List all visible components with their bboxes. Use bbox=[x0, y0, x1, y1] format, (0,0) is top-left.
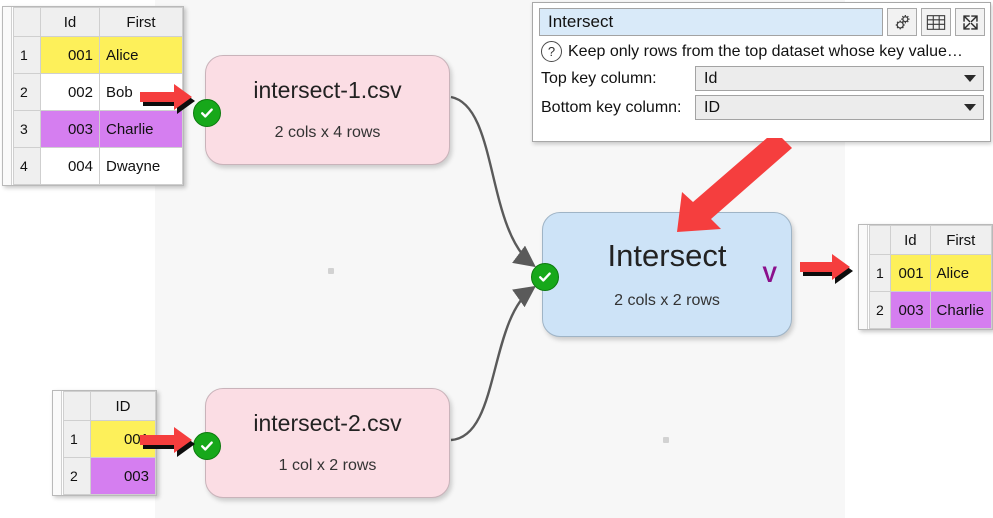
bottom-key-column-select[interactable]: ID bbox=[695, 95, 984, 120]
expand-fullscreen-icon[interactable] bbox=[955, 8, 985, 36]
node-subtitle: 2 cols x 4 rows bbox=[274, 123, 381, 141]
cell-first[interactable]: Alice bbox=[99, 36, 183, 74]
status-ok-icon bbox=[531, 263, 559, 291]
cell-first[interactable]: Dwayne bbox=[99, 147, 183, 185]
top-key-column-label: Top key column: bbox=[541, 69, 657, 87]
status-ok-icon bbox=[193, 432, 221, 460]
help-question-icon[interactable]: ? bbox=[541, 41, 562, 62]
node-subtitle: 1 col x 2 rows bbox=[278, 456, 377, 474]
corner-header bbox=[13, 7, 41, 37]
cell-id[interactable]: 001 bbox=[890, 254, 931, 292]
operation-name-input[interactable]: Intersect bbox=[539, 8, 883, 36]
top-key-column-row: Top key column: Id bbox=[533, 64, 990, 93]
cell-id[interactable]: 003 bbox=[890, 291, 931, 329]
properties-panel: Intersect bbox=[532, 2, 991, 142]
cell-id[interactable]: 001 bbox=[90, 420, 156, 458]
table-header-row: Id First bbox=[868, 225, 993, 255]
node-validation-marker: V bbox=[762, 262, 777, 287]
column-header[interactable]: First bbox=[99, 7, 183, 37]
node-title: intersect-2.csv bbox=[253, 410, 402, 437]
table-header-row: Id First bbox=[13, 7, 183, 37]
row-number: 2 bbox=[63, 457, 91, 495]
row-number: 1 bbox=[868, 254, 892, 292]
table-input-bottom[interactable]: ID 1 001 2 003 bbox=[52, 390, 157, 496]
row-number: 1 bbox=[63, 420, 91, 458]
chevron-down-icon bbox=[964, 75, 976, 82]
panel-title-row: Intersect bbox=[533, 3, 990, 40]
node-title: intersect-1.csv bbox=[253, 77, 402, 104]
cell-first[interactable]: Charlie bbox=[929, 291, 993, 329]
table-view-icon[interactable] bbox=[921, 8, 951, 36]
table-row[interactable]: 2 003 bbox=[63, 457, 156, 495]
table-row[interactable]: 1 001 bbox=[63, 420, 156, 458]
corner-header bbox=[868, 225, 892, 255]
node-source-intersect-2[interactable]: intersect-2.csv 1 col x 2 rows bbox=[193, 388, 450, 498]
cell-id[interactable]: 001 bbox=[40, 36, 100, 74]
table-row[interactable]: 3 003 Charlie bbox=[13, 110, 183, 148]
table-scroll-rail[interactable] bbox=[3, 7, 12, 185]
row-number: 4 bbox=[13, 147, 41, 185]
column-header[interactable]: ID bbox=[90, 391, 156, 421]
cell-id[interactable]: 002 bbox=[40, 73, 100, 111]
row-number: 2 bbox=[868, 291, 892, 329]
node-source-intersect-1[interactable]: intersect-1.csv 2 cols x 4 rows bbox=[193, 55, 450, 165]
table-row[interactable]: 2 002 Bob bbox=[13, 73, 183, 111]
canvas-grid-dot bbox=[663, 437, 669, 443]
table-scroll-rail[interactable] bbox=[53, 391, 62, 495]
settings-gears-icon[interactable] bbox=[887, 8, 917, 36]
table-row[interactable]: 1 001 Alice bbox=[868, 254, 993, 292]
corner-header bbox=[63, 391, 91, 421]
node-title: Intersect bbox=[607, 238, 727, 274]
bottom-key-column-label: Bottom key column: bbox=[541, 98, 682, 116]
cell-id[interactable]: 004 bbox=[40, 147, 100, 185]
column-header[interactable]: Id bbox=[890, 225, 931, 255]
top-key-column-select[interactable]: Id bbox=[695, 66, 984, 91]
table-output[interactable]: Id First 1 001 Alice 2 003 Charlie bbox=[858, 224, 993, 330]
panel-description-row: ? Keep only rows from the top dataset wh… bbox=[533, 40, 990, 64]
node-subtitle: 2 cols x 2 rows bbox=[614, 291, 720, 309]
cell-first[interactable]: Bob bbox=[99, 73, 183, 111]
bottom-key-column-row: Bottom key column: ID bbox=[533, 93, 990, 122]
column-header[interactable]: First bbox=[929, 225, 993, 255]
table-row[interactable]: 2 003 Charlie bbox=[868, 291, 993, 329]
table-scroll-rail[interactable] bbox=[859, 225, 868, 329]
column-header[interactable]: Id bbox=[40, 7, 100, 37]
status-ok-icon bbox=[193, 99, 221, 127]
cell-first[interactable]: Alice bbox=[929, 254, 993, 292]
cell-id[interactable]: 003 bbox=[40, 110, 100, 148]
row-number: 3 bbox=[13, 110, 41, 148]
table-header-row: ID bbox=[63, 391, 156, 421]
chevron-down-icon bbox=[964, 104, 976, 111]
bottom-key-column-value: ID bbox=[704, 98, 720, 116]
panel-description-text: Keep only rows from the top dataset whos… bbox=[568, 42, 963, 60]
node-operation-intersect[interactable]: Intersect 2 cols x 2 rows V bbox=[531, 212, 792, 337]
cell-first[interactable]: Charlie bbox=[99, 110, 183, 148]
row-number: 2 bbox=[13, 73, 41, 111]
table-input-top[interactable]: Id First 1 001 Alice 2 002 Bob 3 003 Cha… bbox=[2, 6, 184, 186]
cell-id[interactable]: 003 bbox=[90, 457, 156, 495]
table-row[interactable]: 4 004 Dwayne bbox=[13, 147, 183, 185]
top-key-column-value: Id bbox=[704, 69, 718, 87]
canvas-grid-dot bbox=[328, 268, 334, 274]
row-number: 1 bbox=[13, 36, 41, 74]
table-row[interactable]: 1 001 Alice bbox=[13, 36, 183, 74]
